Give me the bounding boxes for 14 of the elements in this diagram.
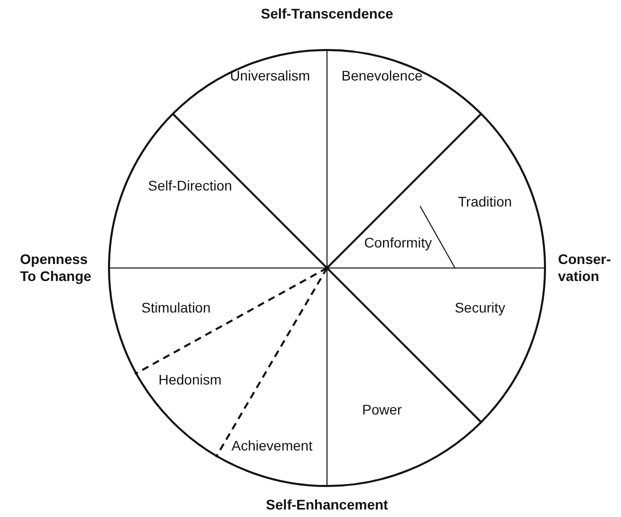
sector-label: Power bbox=[362, 402, 402, 418]
sector-label: Self-Direction bbox=[148, 178, 232, 194]
axis-heading: Openness To Change bbox=[20, 251, 92, 285]
axis-heading: Self-Transcendence bbox=[260, 6, 394, 22]
sector-label: Benevolence bbox=[342, 68, 422, 84]
sector-label: Universalism bbox=[230, 68, 310, 84]
sector-label: Stimulation bbox=[141, 300, 211, 316]
sector-label: Conformity bbox=[364, 234, 432, 252]
sector-label: Achievement bbox=[232, 438, 312, 454]
axis-heading: Conser-vation bbox=[558, 251, 608, 285]
sector-label: Tradition bbox=[458, 194, 512, 210]
sector-label: Hedonism bbox=[158, 372, 222, 388]
axis-heading: Self-Enhancement bbox=[266, 496, 388, 514]
sector-label: Security bbox=[454, 300, 506, 316]
